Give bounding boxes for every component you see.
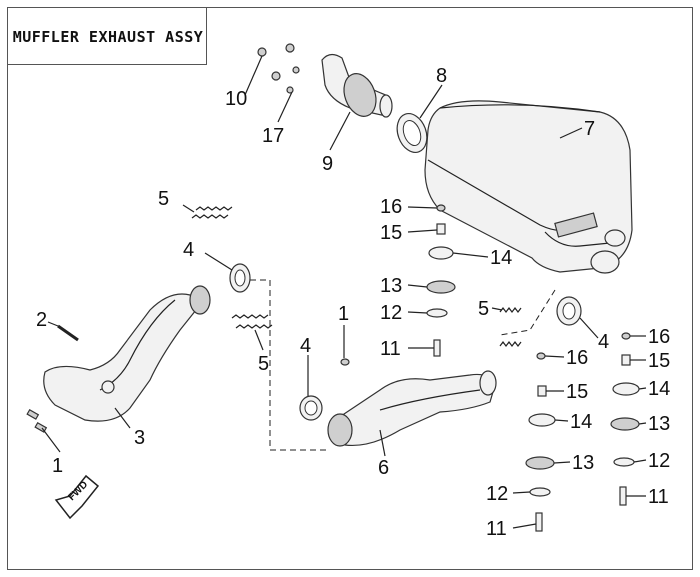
bolts-part-10 [257, 43, 300, 94]
callout-5: 5 [478, 298, 489, 320]
callout-1: 1 [52, 455, 63, 477]
assembly-line-right [499, 289, 556, 336]
mount-stack-center [426, 204, 456, 357]
callout-4: 4 [300, 335, 311, 357]
callout-14: 14 [648, 378, 670, 400]
header-sensor-boss [101, 380, 115, 394]
callout-15: 15 [648, 350, 670, 372]
callout-1: 1 [338, 303, 349, 325]
mount-stack-lower-center [525, 352, 556, 532]
muffler-logo-plate [554, 212, 598, 238]
gasket-part-4-mid [299, 395, 323, 421]
callout-16: 16 [648, 326, 670, 348]
muffler-part-7 [424, 100, 633, 274]
callout-7: 7 [584, 118, 595, 140]
callout-16: 16 [380, 196, 402, 218]
callout-11: 11 [486, 518, 507, 540]
callout-12: 12 [486, 483, 508, 505]
mid-pipe-part-6 [327, 370, 497, 447]
diagram-title: MUFFLER EXHAUST ASSY [12, 28, 204, 46]
springs-part-5-upper [191, 206, 233, 219]
callout-10: 10 [225, 88, 247, 110]
tail-pipe-end [379, 94, 393, 118]
callout-5: 5 [258, 353, 269, 375]
gasket-part-8 [396, 113, 428, 153]
forward-arrow [54, 474, 100, 520]
assembly-line-left [250, 279, 330, 451]
nut-part-1-mid [340, 358, 350, 366]
muffler-outlet [590, 250, 620, 274]
callout-11: 11 [648, 486, 669, 508]
gasket-part-4-upper [229, 263, 251, 293]
callout-13: 13 [572, 452, 594, 474]
callout-15: 15 [566, 381, 588, 403]
callout-3: 3 [134, 427, 145, 449]
callout-16: 16 [566, 347, 588, 369]
callout-6: 6 [378, 457, 389, 479]
tail-pipe-flange [343, 73, 377, 117]
callout-12: 12 [648, 450, 670, 472]
callout-4: 4 [183, 239, 194, 261]
mid-pipe-flange [327, 413, 353, 447]
callout-2: 2 [36, 309, 47, 331]
header-flange [189, 285, 211, 315]
mid-pipe-outlet [479, 370, 497, 396]
springs-part-5-middle [231, 314, 273, 329]
header-pipe-part-3 [43, 285, 211, 422]
mount-stack-right [610, 332, 640, 506]
callout-labels: 10 17 9 8 7 16 15 14 13 12 11 1 5 4 2 3 … [36, 65, 670, 540]
callout-4: 4 [598, 331, 609, 353]
springs-part-5-right [499, 307, 522, 347]
diagram-frame [7, 7, 693, 570]
gasket-part-4-right [556, 296, 582, 326]
callout-15: 15 [380, 222, 402, 244]
title-box: MUFFLER EXHAUST ASSY [7, 7, 207, 65]
tail-pipe-part-9 [321, 53, 393, 118]
callout-8: 8 [436, 65, 447, 87]
callout-13: 13 [380, 275, 402, 297]
callout-9: 9 [322, 153, 333, 175]
leader-lines [41, 55, 647, 529]
callout-14: 14 [570, 411, 592, 433]
callout-11: 11 [380, 338, 401, 360]
clip-part-2 [57, 324, 79, 342]
muffler-inlet [604, 229, 626, 247]
callout-17: 17 [262, 125, 284, 147]
callout-13: 13 [648, 413, 670, 435]
callout-14: 14 [490, 247, 512, 269]
callout-5: 5 [158, 188, 169, 210]
bolts-part-1-left [26, 408, 48, 433]
callout-12: 12 [380, 302, 402, 324]
